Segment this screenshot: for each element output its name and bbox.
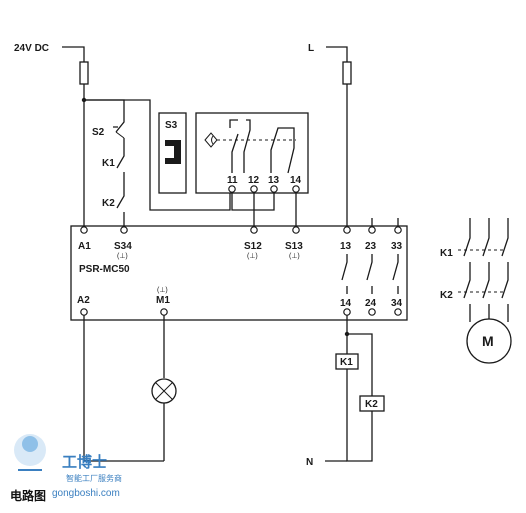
k2-contact-symbol [116,186,125,230]
sensor-contact-13-14 [270,127,295,174]
sensor-terminal-14 [292,185,300,193]
a2-return-wire [83,315,164,462]
watermark-corner: 电路图 [10,488,46,503]
dc-fuse [79,61,89,85]
k1-coil-label: K1 [340,357,353,368]
coil-feed-wire [346,315,373,396]
terminal-a2-label: A2 [77,295,90,306]
watermark-sub: 智能工厂服务商 [66,473,122,483]
terminal-s12-marker: (⊥) [247,253,258,260]
top-stub-wires [371,218,399,226]
dc-feed-wire [62,46,85,62]
terminal-34-label: 34 [391,298,403,309]
k2-coil-label: K2 [365,399,378,410]
sensor-terminal-14-label: 14 [290,175,302,186]
terminal-33-label: 33 [391,241,403,252]
supply-l-label: L [308,43,314,54]
sensor-box [195,112,309,194]
watermark-logo [14,434,46,471]
wire-11-13-bridge [231,192,275,211]
motor-k2-label: K2 [440,290,453,301]
psr-module-box [70,225,408,321]
motor-k1-label: K1 [440,248,453,259]
terminal-s13-marker: (⊥) [289,253,300,260]
motor-label: M [482,333,494,349]
terminal-24 [368,308,376,316]
terminal-a2 [80,308,88,316]
watermark-robot-head-icon [22,436,38,452]
terminal-s12 [250,226,258,234]
terminal-m1 [160,308,168,316]
sensor-contact-top [229,119,238,128]
terminal-24-label: 24 [365,298,377,309]
terminal-a1-label: A1 [78,241,91,252]
sensor-contact-11-12 [231,119,251,173]
motor-phase-1 [463,218,471,322]
terminal-s13 [292,226,300,234]
supply-24vdc-label: 24V DC [14,43,49,54]
loop-bus-wire [84,99,231,211]
l-fuse [342,61,352,85]
module-name: PSR-MC50 [79,264,130,275]
terminal-s34-label: S34 [114,241,132,252]
s2-switch-symbol [113,116,125,146]
k1-contact-label: K1 [102,158,115,169]
k1-contact-symbol [116,146,125,186]
internal-contact-13-14 [341,254,348,294]
supply-n-label: N [306,457,313,468]
terminal-s12-label: S12 [244,241,262,252]
s3-box [158,112,187,194]
k2-contact-label: K2 [102,198,115,209]
sensor-terminal-13 [270,185,278,193]
s2-feed-wire [84,99,125,116]
sensor-terminal-11-label: 11 [227,175,238,186]
terminal-23-label: 23 [365,241,377,252]
watermark-url: gongboshi.com [52,488,120,499]
terminal-13-label: 13 [340,241,352,252]
lamp-cross-icon [155,382,173,400]
terminal-m1-label: M1 [156,295,170,306]
terminal-34 [394,308,402,316]
s3-actuator-icon [165,140,181,164]
terminal-14 [343,308,351,316]
sensor-terminal-12-label: 12 [248,175,260,186]
terminal-s13-label: S13 [285,241,303,252]
terminal-13 [343,226,351,234]
l-feed-wire [326,46,348,62]
s3-label: S3 [165,120,178,131]
internal-contact-23-24 [366,254,373,294]
sensor-arc-icon [211,135,214,145]
terminal-33 [394,226,402,234]
terminal-a1 [80,226,88,234]
terminal-m1-marker: (⊥) [157,287,168,294]
terminal-23 [368,226,376,234]
sensor-terminal-11 [228,185,236,193]
sensor-terminal-13-label: 13 [268,175,280,186]
motor-phase-3 [501,218,509,322]
motor-symbol [466,318,512,364]
terminal-s34 [120,226,128,234]
sensor-terminal-12 [250,185,258,193]
coil-return-wire [346,369,373,462]
s2-label: S2 [92,127,105,138]
s2-contact [115,131,125,139]
internal-contact-33-34 [392,254,399,294]
watermark-chinese: 工博士 [62,453,107,471]
motor-phase-2 [482,218,490,322]
terminal-s34-marker: (⊥) [117,253,128,260]
terminal-14-label: 14 [340,298,352,309]
